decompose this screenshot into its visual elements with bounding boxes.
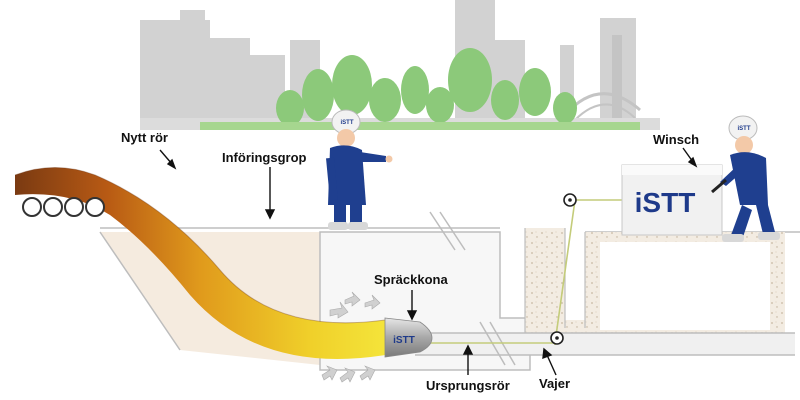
label-cable: Vajer xyxy=(539,376,571,391)
receiving-pit xyxy=(524,228,785,343)
label-arrows xyxy=(159,147,698,376)
helmet-right-logo: iSTT xyxy=(738,126,751,132)
new-pipe xyxy=(14,167,386,359)
arrowhead-insertion-pit xyxy=(264,209,276,220)
arrowhead-burst-cone xyxy=(406,310,418,321)
arrowhead-new-pipe xyxy=(166,158,177,170)
cone-logo: iSTT xyxy=(393,335,415,346)
winch-box: iSTT xyxy=(621,164,723,236)
worker-right: iSTT xyxy=(711,115,780,242)
pulley-bottom xyxy=(550,331,564,345)
arrowhead-original-pipe xyxy=(462,344,474,355)
pipe-rollers xyxy=(22,197,105,217)
arrowhead-cable xyxy=(542,347,553,360)
label-winch: Winsch xyxy=(653,132,700,147)
label-new-pipe: Nytt rör xyxy=(121,130,168,145)
helmet-left-logo: iSTT xyxy=(341,120,354,126)
pulley-top xyxy=(563,193,577,207)
arrow-cable xyxy=(546,354,557,376)
arrowhead-winch xyxy=(687,156,698,168)
worker-left: iSTT xyxy=(326,109,393,230)
label-burst-cone: Spräckkona xyxy=(374,272,448,287)
winch-logo: iSTT xyxy=(635,187,696,218)
city-skyline xyxy=(140,0,660,130)
label-original-pipe: Ursprungsrör xyxy=(426,378,510,393)
label-insertion-pit: Införingsgrop xyxy=(222,150,307,165)
burst-cone: iSTT xyxy=(384,317,433,358)
trees xyxy=(200,48,640,130)
fragment-arrows xyxy=(321,291,381,383)
